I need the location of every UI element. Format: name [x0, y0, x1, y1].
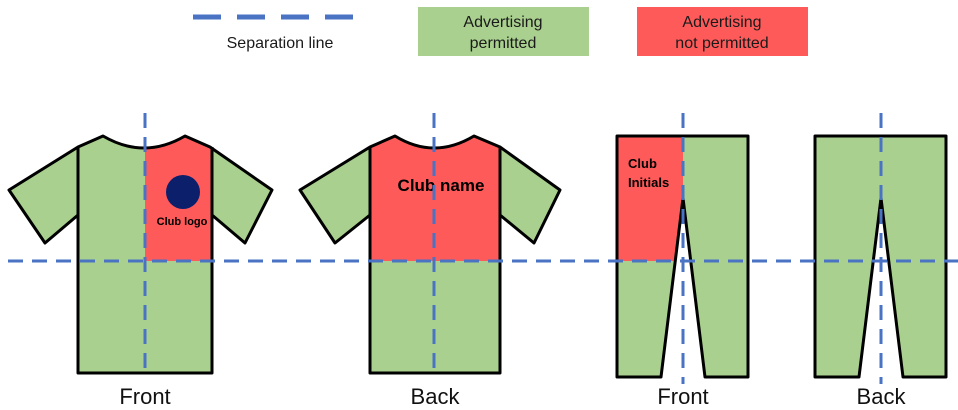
- club-initials-label-line1: Club: [628, 156, 657, 171]
- legend-permitted-swatch: [418, 7, 589, 56]
- shorts-back-body: [813, 134, 948, 379]
- legend-separation-label: Separation line: [227, 35, 334, 52]
- shorts-front: Club Initials Front: [615, 113, 750, 409]
- club-name-label: Club name: [398, 176, 485, 195]
- shirt-front: Club logo Front: [7, 113, 274, 409]
- legend-permitted-label-line2: permitted: [470, 35, 537, 52]
- shirt-back-outline: [298, 134, 562, 375]
- shorts-back-caption: Back: [857, 384, 907, 409]
- legend-not-permitted-label-line2: not permitted: [675, 35, 768, 52]
- shirt-front-body: [9, 136, 272, 373]
- legend-not-permitted-label-line1: Advertising: [682, 14, 761, 31]
- shirt-front-caption: Front: [119, 384, 170, 409]
- shirt-back-caption: Back: [411, 384, 461, 409]
- legend-not-permitted-swatch: [637, 7, 808, 56]
- club-logo-label: Club logo: [157, 216, 208, 228]
- shirt-front-outline: [7, 134, 274, 375]
- shorts-front-caption: Front: [657, 384, 708, 409]
- club-initials-label-line2: Initials: [628, 175, 669, 190]
- shorts-front-restricted-zone: [617, 136, 683, 261]
- legend: Separation line Advertising permitted Ad…: [193, 7, 808, 56]
- shorts-back: Back: [813, 113, 948, 409]
- shorts-front-outline: [615, 134, 750, 379]
- legend-permitted-label-line1: Advertising: [463, 14, 542, 31]
- shirt-back: Club name Back: [298, 113, 562, 409]
- club-logo-mark: [166, 175, 200, 209]
